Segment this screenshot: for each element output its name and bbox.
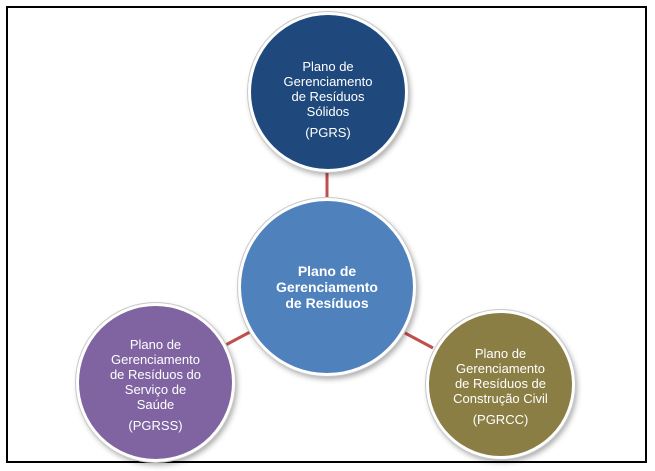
- node-pgrcc-abbr: (PGRCC): [472, 412, 529, 427]
- connector-right: [404, 331, 434, 350]
- node-pgrs: Plano de Gerenciamento de Resíduos Sólid…: [248, 12, 408, 172]
- node-pgrcc: Plano de Gerenciamento de Resíduos de Co…: [426, 310, 575, 459]
- node-pgrss-label: Plano de Gerenciamento de Resíduos do Se…: [109, 336, 202, 412]
- node-pgrs-abbr: (PGRS): [305, 124, 351, 140]
- node-pgrcc-label: Plano de Gerenciamento de Resíduos de Co…: [453, 346, 548, 406]
- node-center-label: Plano de Gerenciamento de Resíduos: [276, 263, 378, 311]
- node-pgrss: Plano de Gerenciamento de Resíduos do Se…: [76, 303, 235, 462]
- node-pgrs-label: Plano de Gerenciamento de Resíduos Sólid…: [283, 58, 373, 119]
- node-pgrss-abbr: (PGRSS): [128, 417, 183, 433]
- node-center: Plano de Gerenciamento de Resíduos: [238, 198, 416, 376]
